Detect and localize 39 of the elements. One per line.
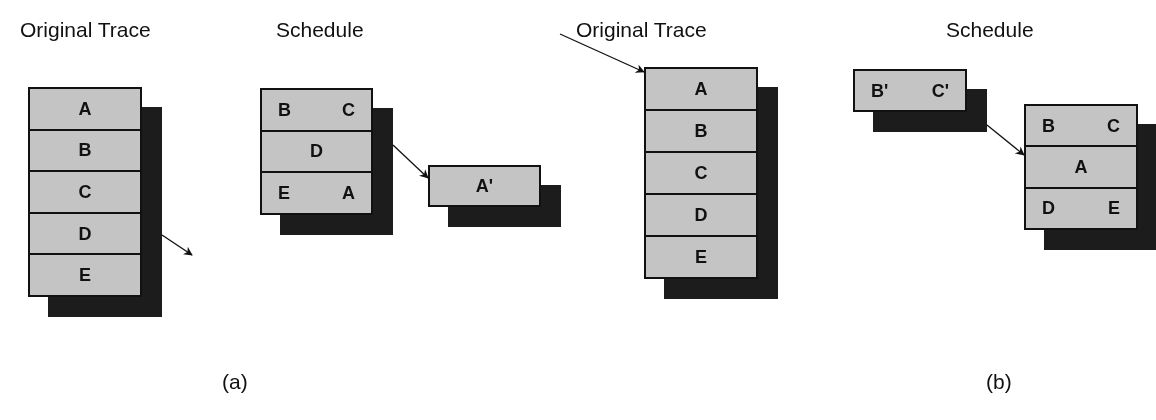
block-letter: C <box>694 164 708 182</box>
panel-title: Original Trace <box>576 18 707 42</box>
block-letter: A <box>342 184 355 203</box>
block-letter: C <box>78 183 92 201</box>
block-letter: A <box>1074 158 1088 176</box>
block-letter: B' <box>871 81 889 100</box>
arrow <box>161 234 193 256</box>
block-letter: E <box>278 184 290 203</box>
block-stack <box>28 87 162 317</box>
block-letter: B <box>1042 116 1055 135</box>
block-letter: E <box>79 266 91 285</box>
panel-label: (b) <box>986 370 1012 394</box>
panel-label: (a) <box>222 370 248 394</box>
block-stack <box>1024 104 1156 250</box>
block-stack <box>644 67 778 299</box>
arrow <box>392 144 429 179</box>
block-letter: C' <box>931 81 949 100</box>
block-letter: D <box>78 224 92 243</box>
block-letter: B <box>278 100 291 119</box>
block-letter: D <box>1042 199 1055 218</box>
arrow <box>986 124 1025 156</box>
block-letter: B <box>78 141 92 160</box>
block-letter: A <box>694 80 708 98</box>
block-letter: A' <box>475 177 494 195</box>
block-letter: D <box>310 142 323 161</box>
block-stack <box>260 88 393 235</box>
block-letter: B <box>694 122 708 140</box>
block-letter: C <box>342 100 355 119</box>
block-letter: E <box>695 248 707 266</box>
block-letter: E <box>1108 199 1120 218</box>
panel-title: Original Trace <box>20 18 151 42</box>
block <box>428 165 561 227</box>
arrow <box>559 33 645 73</box>
block-letter: C <box>1107 116 1120 135</box>
block-letter: A <box>78 99 92 118</box>
block-letter: D <box>694 206 708 224</box>
panel-title: Schedule <box>946 18 1034 42</box>
panel-title: Schedule <box>276 18 364 42</box>
block <box>853 69 987 132</box>
